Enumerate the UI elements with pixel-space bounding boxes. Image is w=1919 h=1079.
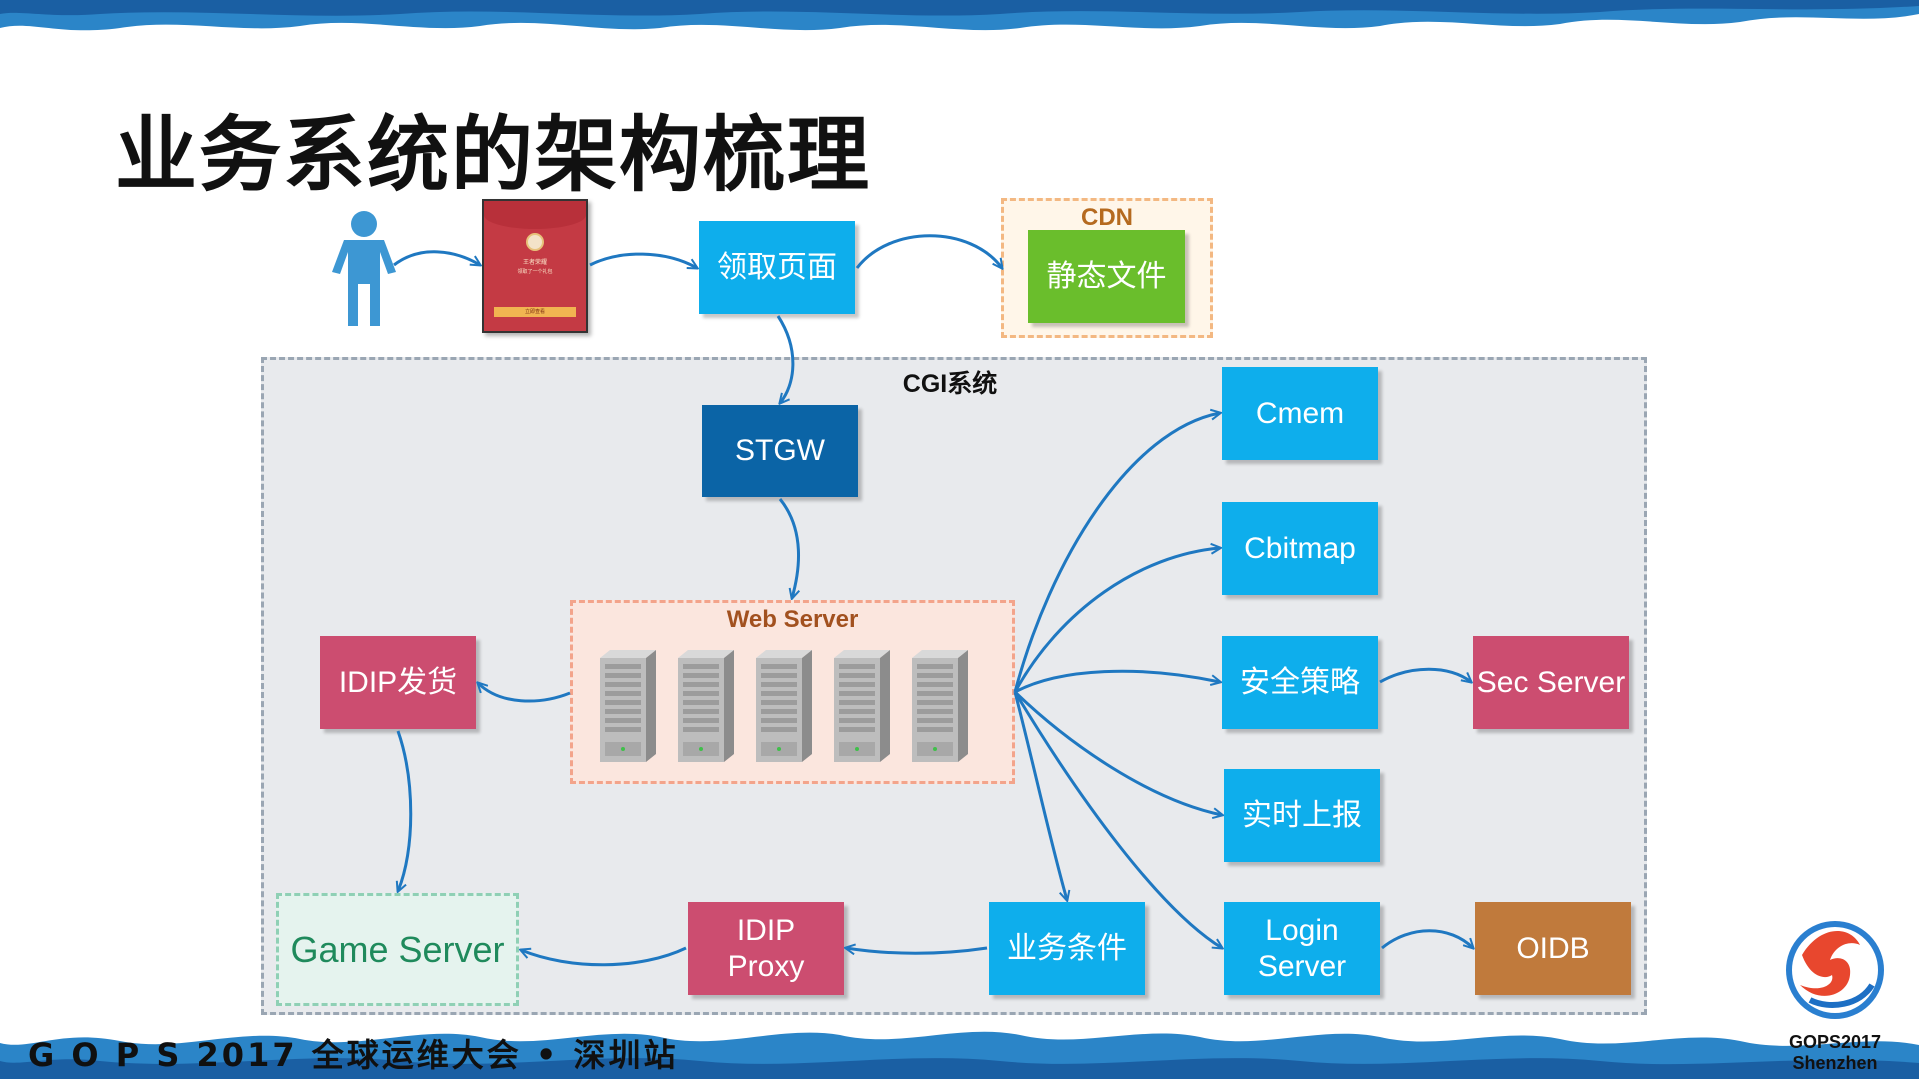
gops-logo-icon	[1786, 921, 1884, 1019]
arrow-idip-to-game	[398, 730, 413, 891]
server-rack-group	[600, 650, 1000, 765]
web-server-label: Web Server	[726, 606, 859, 633]
red-packet-button: 立即查看	[494, 307, 576, 317]
arrow-web-to-security	[1014, 669, 1220, 694]
arrow-card-to-landing	[589, 252, 697, 268]
arrow-web-to-idip	[478, 683, 571, 703]
top-brush-decoration	[0, 0, 1919, 31]
page-title: 业务系统的架构梳理	[115, 108, 872, 203]
realtime-report-node: 实时上报	[1224, 769, 1380, 862]
arrow-security-to-sec-server	[1379, 667, 1471, 682]
cdn-label: CDN	[1081, 204, 1133, 231]
login-server-line1: Login	[1265, 913, 1339, 947]
idip-proxy-line1: IDIP	[736, 913, 796, 947]
arrow-user-to-card	[393, 250, 480, 265]
arrow-web-to-conditions	[1013, 691, 1067, 900]
game-logo-icon	[526, 233, 544, 251]
static-files-node: 静态文件	[1028, 230, 1185, 323]
stgw-node: STGW	[702, 405, 858, 497]
arrow-landing-to-stgw	[776, 315, 795, 403]
gops-logo-city: Shenzhen	[1792, 1052, 1878, 1073]
footer-event-text: G O P S 2017 全球运维大会 • 深圳站	[28, 1036, 679, 1074]
arrow-conditions-to-proxy	[846, 948, 988, 953]
gops-logo-text: GOPS2017 Shenzhen	[1760, 1032, 1910, 1073]
bottom-brush-decoration	[0, 1031, 1919, 1079]
login-server-line2: Server	[1257, 949, 1347, 983]
oidb-node: OIDB	[1475, 902, 1631, 995]
game-server-node: Game Server	[276, 893, 519, 1006]
business-conditions-node: 业务条件	[989, 902, 1145, 995]
cbitmap-node: Cbitmap	[1222, 502, 1378, 595]
idip-delivery-node: IDIP发货	[320, 636, 476, 729]
arrow-login-to-oidb	[1381, 929, 1473, 948]
cgi-system-label: CGI系统	[902, 370, 998, 398]
arrow-web-to-cmem	[1013, 413, 1220, 693]
red-packet-line1: 王者荣耀	[522, 260, 547, 266]
gops-logo-year: GOPS2017	[1788, 1032, 1882, 1052]
user-icon	[332, 211, 396, 326]
arrow-stgw-to-web	[778, 498, 799, 598]
arrow-web-to-realtime	[1013, 690, 1222, 815]
idip-proxy-node: IDIP Proxy	[688, 902, 844, 995]
landing-page-node: 领取页面	[699, 221, 855, 314]
red-packet-card: 王者荣耀 领取了一个礼包 立即查看	[482, 199, 588, 333]
arrow-web-to-cbitmap	[1013, 548, 1220, 693]
cmem-node: Cmem	[1222, 367, 1378, 460]
idip-proxy-line2: Proxy	[727, 949, 805, 983]
server-rack-icon	[678, 650, 734, 762]
security-policy-node: 安全策略	[1222, 636, 1378, 729]
server-rack-icon	[756, 650, 812, 762]
server-rack-icon	[834, 650, 890, 762]
sec-server-node: Sec Server	[1473, 636, 1629, 729]
red-packet-flap	[484, 201, 586, 229]
server-rack-icon	[912, 650, 968, 762]
arrow-proxy-to-game	[521, 946, 687, 967]
login-server-node: Login Server	[1224, 902, 1380, 995]
arrow-web-to-login	[1013, 691, 1222, 948]
arrow-landing-to-cdn	[855, 234, 1002, 268]
red-packet-line2: 领取了一个礼包	[517, 269, 553, 275]
server-rack-icon	[600, 650, 656, 762]
